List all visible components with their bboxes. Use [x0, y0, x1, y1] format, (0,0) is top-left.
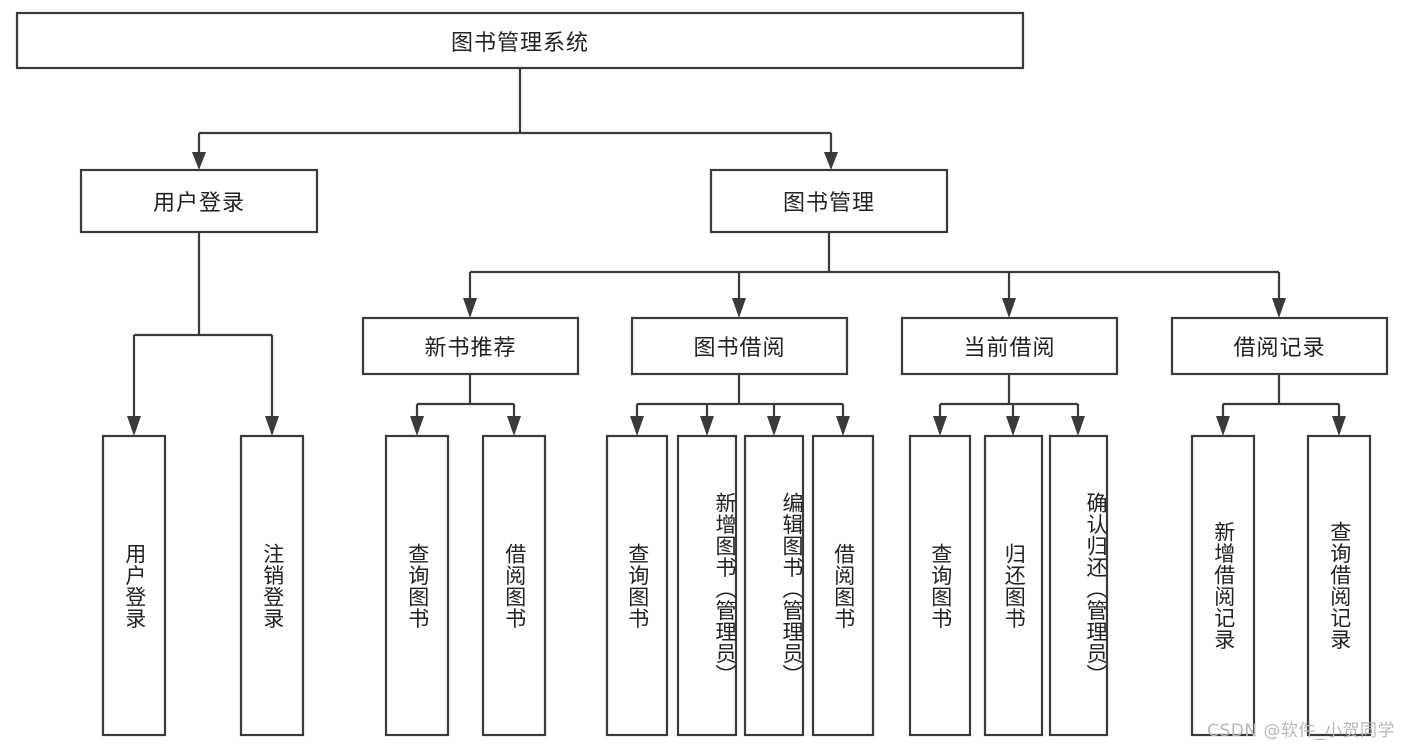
- arrowhead-root-to-book-management: [824, 152, 838, 170]
- arrowhead-to-book-borrow: [732, 298, 746, 318]
- connector-borrow-record-to-leaves: [1221, 374, 1341, 424]
- node-leaf-query-book-current[interactable]: [908, 434, 972, 737]
- connector-new-book-recommend-to-leaves: [415, 374, 516, 424]
- arrowhead-borrow-leaf-4: [836, 416, 850, 436]
- node-book-borrow[interactable]: [630, 316, 849, 376]
- connector-user-login-to-leaves: [132, 232, 274, 424]
- node-current-borrow[interactable]: [900, 316, 1119, 376]
- arrowhead-user-login-leaf-1: [127, 416, 141, 436]
- node-leaf-query-book-borrow[interactable]: [605, 434, 669, 737]
- arrowhead-current-leaf-2: [1006, 416, 1020, 436]
- node-book-management[interactable]: [709, 168, 949, 234]
- connector-book-borrow-to-leaves: [635, 374, 845, 424]
- connector-book-management-to-level3: [468, 232, 1281, 306]
- node-leaf-edit-book-admin[interactable]: [743, 434, 805, 737]
- arrowhead-current-leaf-3: [1071, 416, 1085, 436]
- connector-root-to-level2: [197, 68, 833, 160]
- node-root-book-management-system[interactable]: [15, 11, 1025, 70]
- arrowhead-recommend-leaf-1: [410, 416, 424, 436]
- arrowhead-to-new-book-recommend: [463, 298, 477, 318]
- connector-current-borrow-to-leaves: [938, 374, 1080, 424]
- node-leaf-query-borrow-record[interactable]: [1306, 434, 1372, 737]
- node-leaf-return-book[interactable]: [983, 434, 1044, 737]
- arrowhead-borrow-leaf-3: [767, 416, 781, 436]
- arrowhead-to-current-borrow: [1002, 298, 1016, 318]
- node-leaf-add-book-admin[interactable]: [676, 434, 738, 737]
- arrowhead-to-borrow-record: [1272, 298, 1286, 318]
- arrowhead-user-login-leaf-2: [265, 416, 279, 436]
- arrowhead-recommend-leaf-2: [507, 416, 521, 436]
- node-borrow-record[interactable]: [1170, 316, 1389, 376]
- node-new-book-recommend[interactable]: [361, 316, 580, 376]
- node-leaf-borrow-book-borrow[interactable]: [811, 434, 875, 737]
- arrowhead-record-leaf-1: [1216, 416, 1230, 436]
- node-leaf-user-login[interactable]: [101, 434, 167, 737]
- arrowhead-root-to-user-login: [192, 152, 206, 170]
- node-leaf-borrow-book-recommend[interactable]: [481, 434, 547, 737]
- node-leaf-add-borrow-record[interactable]: [1190, 434, 1256, 737]
- node-user-login[interactable]: [79, 168, 319, 234]
- arrowhead-current-leaf-1: [933, 416, 947, 436]
- node-leaf-logout[interactable]: [239, 434, 305, 737]
- arrowhead-borrow-leaf-2: [700, 416, 714, 436]
- arrowhead-record-leaf-2: [1332, 416, 1346, 436]
- node-leaf-confirm-return-admin[interactable]: [1048, 434, 1109, 737]
- node-leaf-query-book-recommend[interactable]: [384, 434, 450, 737]
- arrowhead-borrow-leaf-1: [630, 416, 644, 436]
